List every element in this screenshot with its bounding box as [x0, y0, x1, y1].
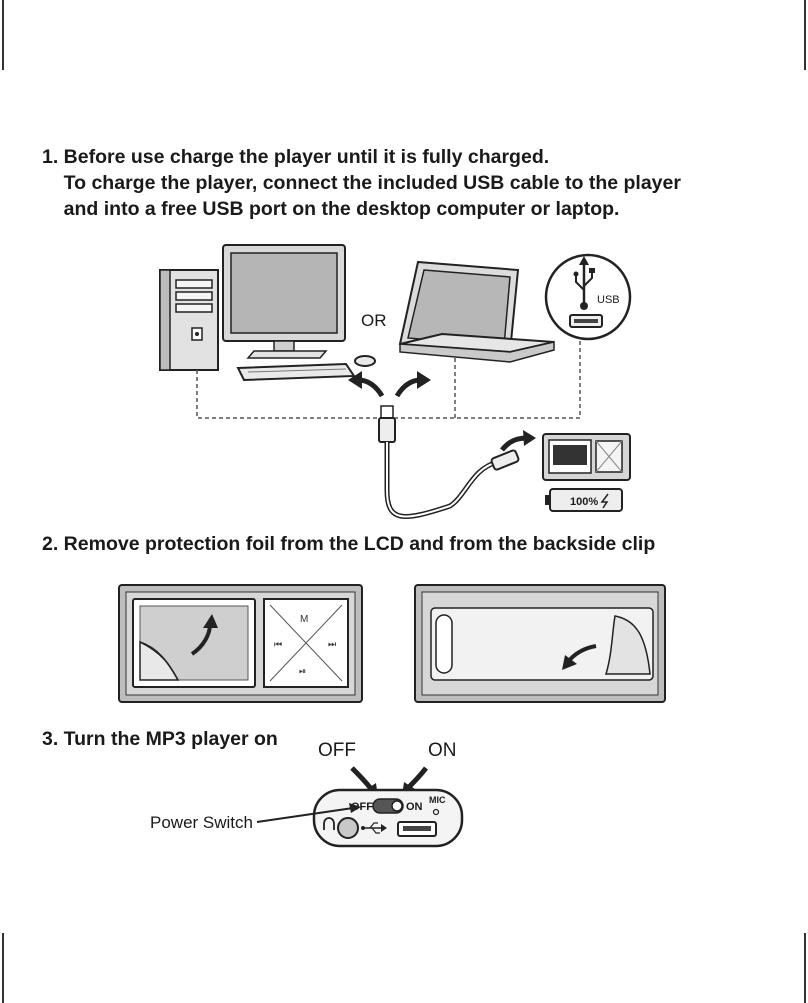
usb-label: USB [597, 294, 620, 306]
off-label: OFF [318, 740, 356, 761]
player-front-panel: M ⏮ ⏭ ⏯ [118, 584, 363, 703]
on-arrow-icon [406, 766, 428, 790]
step-2-instruction: 2. Remove protection foil from the LCD a… [42, 533, 656, 555]
on-label: ON [428, 740, 457, 761]
battery-percent-label: 100% [570, 496, 598, 508]
crop-mark-top-left [2, 0, 4, 70]
power-switch-label: Power Switch [150, 813, 253, 832]
battery-full-icon: 100% [545, 488, 623, 512]
arrow-to-laptop-head-icon [417, 371, 431, 389]
arrow-to-player-head-icon [523, 430, 536, 446]
charging-illustration: OR USB [159, 244, 632, 519]
usb-symbol-icon [361, 822, 387, 834]
mic-hole-icon [432, 808, 440, 816]
or-label: OR [361, 311, 387, 330]
power-switch-pointer [256, 803, 361, 823]
mp3-player-icon [542, 433, 631, 481]
key-play-pause-icon: ⏯ [299, 666, 306, 676]
crop-mark-top-right [804, 0, 806, 70]
keyboard-icon [236, 362, 356, 382]
headphone-jack-icon [337, 817, 359, 839]
clip-foil-corner-icon [604, 615, 651, 675]
usb-port-callout: USB [544, 253, 632, 341]
laptop-icon [398, 260, 555, 363]
monitor-icon [222, 244, 346, 359]
key-next-icon: ⏭ [328, 639, 336, 649]
key-prev-icon: ⏮ [274, 639, 282, 649]
desktop-tower-icon [159, 269, 219, 371]
headphones-icon [323, 817, 335, 830]
crop-mark-bottom-left [2, 933, 4, 1003]
off-arrow-icon [350, 766, 374, 792]
crop-mark-bottom-right [804, 933, 806, 1003]
key-menu-label: M [300, 614, 308, 625]
player-back-panel [414, 584, 666, 703]
step-1-instruction: 1. Before use charge the player until it… [42, 146, 681, 220]
switch-on-text: ON [406, 801, 423, 813]
arrow-to-desktop-head-icon [348, 371, 362, 389]
mouse-icon [354, 355, 376, 367]
step-3-instruction: 3. Turn the MP3 player on [42, 728, 278, 750]
remove-foil-illustration: M ⏮ ⏭ ⏯ [118, 584, 666, 703]
usb-cable-icon [378, 405, 520, 519]
mic-label: MIC [429, 795, 446, 805]
switch-off-text: OFF [351, 801, 373, 813]
